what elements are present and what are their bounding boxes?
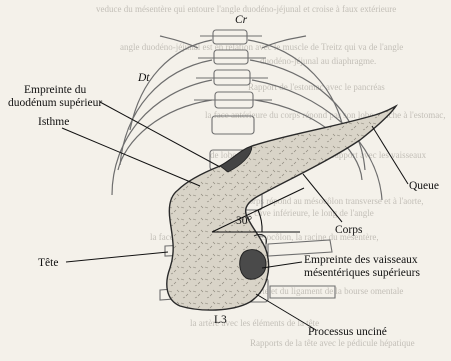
label-dt: Dt	[138, 72, 150, 85]
label-angle: 30°	[236, 215, 252, 228]
label-empreinte-vaisseaux: Empreinte des vaisseaux mésentériques su…	[304, 254, 420, 280]
label-isthme: Isthme	[38, 116, 69, 129]
label-corps: Corps	[335, 224, 362, 237]
label-l3: L3	[214, 314, 227, 327]
label-empreinte-duodenum: Empreinte du duodénum supérieur	[8, 84, 102, 110]
label-tete: Tête	[38, 257, 58, 270]
label-queue: Queue	[409, 180, 439, 193]
label-processus-uncine: Processus unciné	[308, 326, 387, 339]
label-cr: Cr	[235, 14, 247, 27]
